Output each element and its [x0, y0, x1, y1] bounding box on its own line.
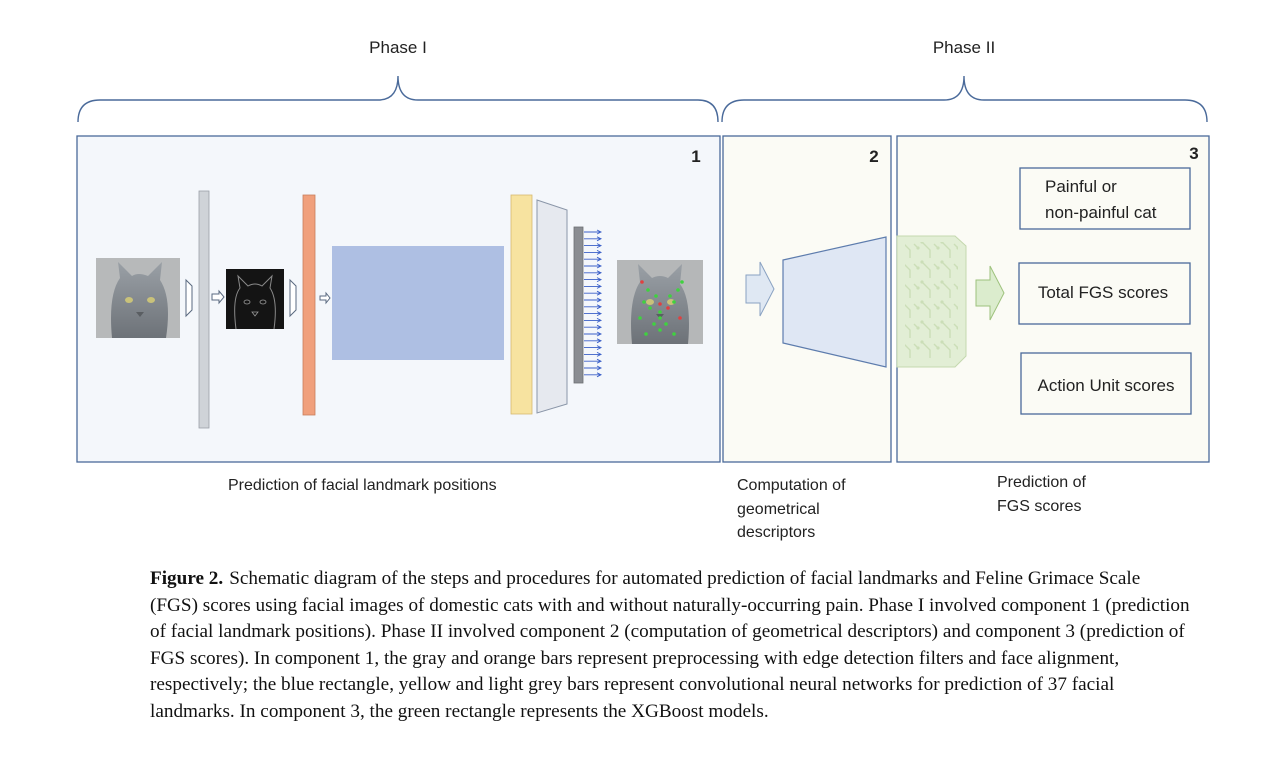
pipeline-diagram: Phase I Phase II 1 2 3	[76, 38, 1210, 541]
output-arrows	[584, 229, 603, 378]
output-label-action-unit: Action Unit scores	[1038, 376, 1175, 395]
output-arrow	[584, 311, 603, 317]
figure-caption-text: Schematic diagram of the steps and proce…	[150, 568, 1190, 722]
component-3-caption-line-1: Prediction of	[997, 474, 1086, 491]
landmark-dot	[652, 322, 656, 326]
landmark-dot	[646, 288, 650, 292]
output-label-pain-line-1: Painful or	[1045, 177, 1117, 196]
landmark-dot	[658, 316, 662, 320]
output-arrow	[584, 304, 603, 310]
output-arrow	[584, 365, 603, 371]
output-label-total-fgs: Total FGS scores	[1038, 283, 1168, 302]
output-box-total-fgs	[1018, 262, 1191, 325]
cnn-yellow-bar	[510, 194, 533, 415]
edge-filtered-cat-photo	[226, 269, 284, 330]
cnn-light-grey-bar	[536, 199, 568, 414]
output-layer-bar	[573, 226, 584, 384]
landmark-dot	[668, 294, 672, 298]
output-arrow	[584, 345, 603, 351]
output-arrow	[584, 277, 603, 283]
phase-2-brace	[721, 75, 1208, 123]
component-3-number: 3	[1189, 144, 1198, 163]
landmark-dot	[642, 300, 646, 304]
landmark-dot	[672, 300, 676, 304]
output-arrow	[584, 249, 603, 255]
flow-arrow-3	[289, 278, 297, 318]
component-2-number: 2	[869, 147, 878, 166]
component-2-caption-line-3: descriptors	[737, 524, 815, 541]
landmark-dot	[638, 316, 642, 320]
output-arrow	[584, 263, 603, 269]
output-arrow	[584, 283, 603, 289]
output-arrow	[584, 290, 603, 296]
component-2-caption-line-2: geometrical	[737, 501, 820, 518]
output-arrow	[584, 270, 603, 276]
edge-detection-gray-bar	[198, 190, 210, 429]
flow-arrow-5	[745, 261, 775, 317]
landmark-dot	[658, 328, 662, 332]
output-arrow	[584, 358, 603, 364]
output-arrow	[584, 372, 603, 378]
facial-landmark-dots	[638, 280, 684, 336]
landmark-dot	[666, 306, 670, 310]
landmark-dot	[648, 306, 652, 310]
phase-1-label: Phase I	[369, 38, 427, 57]
figure-caption-label: Figure 2.	[150, 568, 224, 589]
output-box-action-unit	[1020, 352, 1192, 415]
flow-arrow-6	[975, 265, 1005, 321]
flow-arrow-2	[211, 289, 225, 305]
phase-2-label: Phase II	[933, 38, 995, 57]
landmark-dot	[640, 280, 644, 284]
component-2-caption-line-1: Computation of	[737, 477, 846, 494]
face-alignment-orange-bar	[302, 194, 316, 416]
output-arrow	[584, 338, 603, 344]
xgboost-circuit-texture	[905, 242, 958, 360]
output-arrow	[584, 297, 603, 303]
output-arrow	[584, 243, 603, 249]
input-cat-photo	[96, 258, 180, 338]
output-arrow	[584, 331, 603, 337]
output-label-pain-line-2: non-painful cat	[1045, 203, 1157, 222]
landmark-dot	[676, 288, 680, 292]
flow-arrow-1	[185, 278, 193, 318]
cnn-blue-rectangle	[332, 246, 504, 360]
component-1-caption: Prediction of facial landmark positions	[228, 477, 497, 494]
output-arrow	[584, 256, 603, 262]
component-1-number: 1	[691, 147, 700, 166]
output-arrow	[584, 229, 603, 235]
output-arrow	[584, 351, 603, 357]
flow-arrow-4	[319, 291, 331, 305]
landmark-dot	[658, 310, 662, 314]
landmark-dot	[678, 316, 682, 320]
component-3-caption-line-2: FGS scores	[997, 498, 1081, 515]
figure-caption: Figure 2.Schematic diagram of the steps …	[150, 566, 1190, 725]
landmark-dot	[644, 332, 648, 336]
landmark-dot	[680, 280, 684, 284]
output-arrow	[584, 317, 603, 323]
output-box-pain-classification	[1019, 167, 1191, 230]
landmark-dot	[654, 294, 658, 298]
output-arrow	[584, 324, 603, 330]
output-arrow	[584, 236, 603, 242]
landmark-dot	[658, 302, 662, 306]
landmark-dot	[664, 322, 668, 326]
landmark-dot	[672, 332, 676, 336]
geometric-descriptor-trapezoid	[782, 236, 887, 368]
phase-1-brace	[77, 75, 719, 123]
